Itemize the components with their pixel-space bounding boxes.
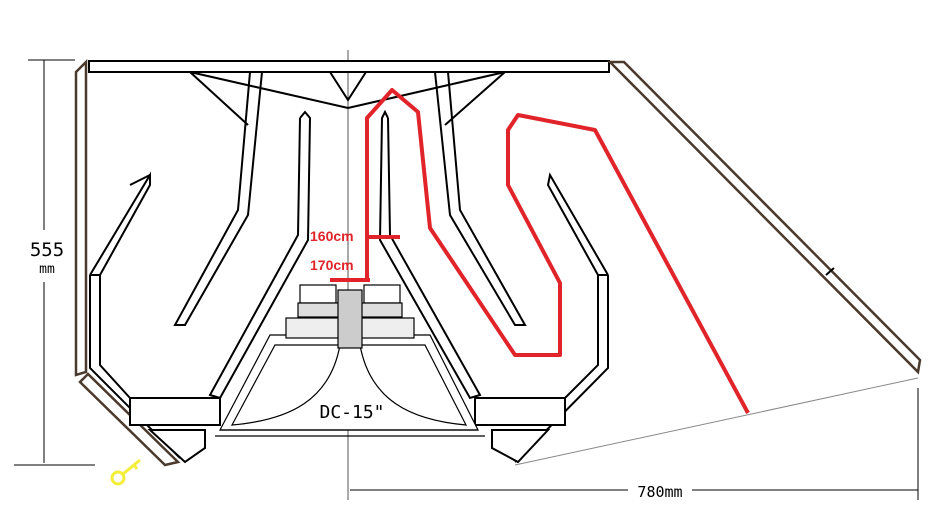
driver-dc15 <box>215 284 485 437</box>
width-label: 780mm <box>637 483 682 501</box>
height-value-label: 555 <box>30 239 64 261</box>
outer-panels <box>74 58 922 467</box>
path-label-170cm: 170cm <box>310 257 354 273</box>
height-dimension-lines <box>14 59 95 466</box>
key-icon <box>110 458 141 486</box>
driver-label: DC-15" <box>319 402 384 423</box>
rear-wall-line <box>514 377 919 466</box>
path-label-160cm: 160cm <box>310 228 354 244</box>
bottom-blocks <box>129 397 566 464</box>
acoustic-path <box>330 88 750 414</box>
height-unit-label: mm <box>39 262 55 277</box>
top-panel <box>88 60 610 73</box>
width-dimension-lines <box>350 388 919 500</box>
